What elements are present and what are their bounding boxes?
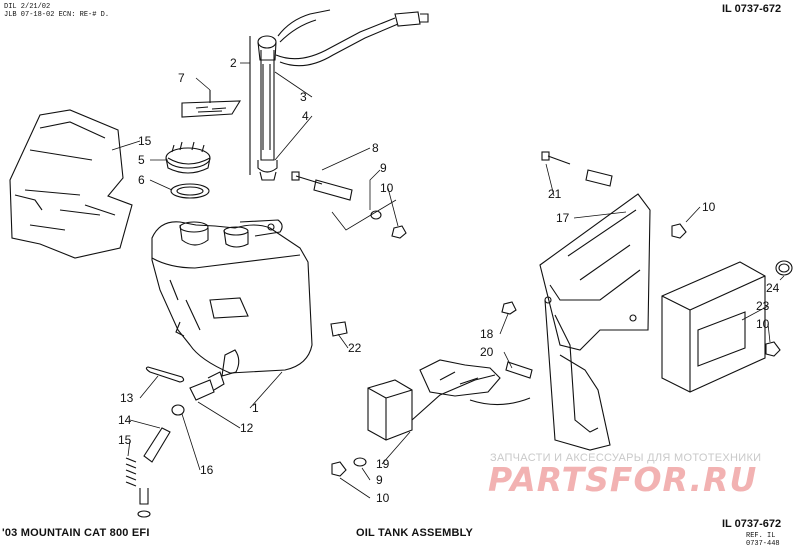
part-9-10-bottom xyxy=(331,457,367,477)
callout-13: 14 xyxy=(118,413,132,427)
callout-5: 5 xyxy=(138,153,145,167)
part-19-relay xyxy=(367,359,531,441)
callout-17: 17 xyxy=(556,211,570,225)
callout-8: 8 xyxy=(372,141,379,155)
leader-lines xyxy=(111,62,785,499)
callout-10-module: 10 xyxy=(756,317,770,331)
callout-22: 22 xyxy=(348,341,362,355)
footer-model: '03 MOUNTAIN CAT 800 EFI xyxy=(2,527,150,539)
callout-1: 1 xyxy=(252,401,259,415)
callout-16: 15 xyxy=(138,134,152,148)
callout-19: 19 xyxy=(376,457,390,471)
callout-20: 20 xyxy=(480,345,494,359)
footer-reference-id: IL 0737-672 xyxy=(722,518,782,530)
part-5-cap xyxy=(165,141,211,174)
part-10-nut-a xyxy=(671,223,687,239)
callout-11: 12 xyxy=(240,421,254,435)
part-1-oil-tank xyxy=(151,219,313,377)
part-16-panel xyxy=(9,109,133,259)
part-22-label xyxy=(330,321,348,337)
footer-title: OIL TANK ASSEMBLY xyxy=(356,527,474,539)
header-date-line: DIL 2/21/02 xyxy=(4,3,51,11)
part-11-fitting xyxy=(171,371,225,416)
callout-7: 7 xyxy=(178,71,185,85)
callout-18: 18 xyxy=(480,327,494,341)
part-23-module xyxy=(661,261,766,393)
callout-10-right: 10 xyxy=(702,200,716,214)
part-13-14-hose xyxy=(125,427,171,518)
callout-15: 16 xyxy=(200,463,214,477)
callout-14: 15 xyxy=(118,433,132,447)
callout-2: 2 xyxy=(230,56,237,70)
part-12-clip xyxy=(145,366,185,383)
part-21-bolt xyxy=(541,151,613,187)
callout-9: 9 xyxy=(380,161,387,175)
part-17-bracket xyxy=(539,193,651,451)
header-ecn-line: JLB 07-18-02 ECN: RE-# D. xyxy=(4,11,110,19)
part-6-gasket xyxy=(170,183,210,199)
part-2-3-4-sender xyxy=(249,9,429,181)
callout-6: 6 xyxy=(138,173,145,187)
header-reference-id: IL 0737-672 xyxy=(722,3,782,15)
part-10-nut-b xyxy=(765,341,781,357)
part-24-ring xyxy=(775,260,793,276)
watermark-text: ЗАПЧАСТИ И АКСЕССУАРЫ ДЛЯ МОТОТЕХНИКИ xyxy=(490,452,762,464)
callout-10-bottom: 10 xyxy=(376,491,390,505)
footer-ref-sub: REF. IL 0737-448 xyxy=(746,532,780,548)
callout-21: 21 xyxy=(548,187,562,201)
callout-9-bottom: 9 xyxy=(376,473,383,487)
callout-4: 4 xyxy=(302,109,309,123)
part-18-20-fasteners xyxy=(501,301,533,379)
callout-12: 13 xyxy=(120,391,134,405)
callout-labels: 3 2 4 7 15 5 6 8 9 10 22 1 12 13 14 15 1… xyxy=(118,56,780,505)
callout-23: 23 xyxy=(756,299,770,313)
callout-24: 24 xyxy=(766,281,780,295)
watermark-logo: PARTSFOR.RU xyxy=(488,460,758,499)
callout-3: 3 xyxy=(300,90,307,104)
part-7-decal xyxy=(181,90,242,118)
callout-10: 10 xyxy=(380,181,394,195)
